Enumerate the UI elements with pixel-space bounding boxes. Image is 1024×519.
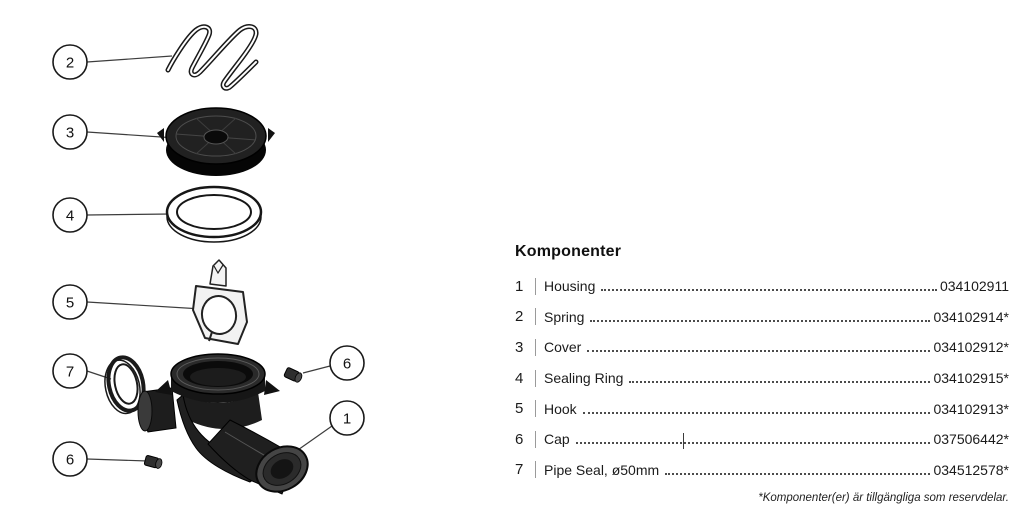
parts-row-cap: 6 Cap 037506442*	[515, 424, 1009, 455]
leader-line-hook	[86, 301, 203, 310]
leader-line-cap-bottom	[86, 458, 149, 462]
part-number: 034102911	[939, 278, 1009, 295]
sealing-ring-part	[165, 185, 263, 243]
parts-row-sealing-ring: 4 Sealing Ring 034102915*	[515, 363, 1009, 394]
leader-line-cap-right	[302, 365, 331, 374]
part-number: 034102915*	[933, 370, 1009, 387]
column-divider	[535, 277, 536, 295]
callout-spring: 2	[52, 44, 88, 80]
part-number-index: 2	[515, 308, 524, 326]
callout-sealing-ring: 4	[52, 197, 88, 233]
column-divider	[535, 461, 536, 479]
column-divider	[535, 338, 536, 356]
pipe-seal-part	[104, 355, 146, 415]
parts-row-cover: 3 Cover 034102912*	[515, 332, 1009, 363]
callout-label-hook: 5	[66, 294, 74, 311]
cover-part	[157, 107, 275, 176]
parts-row-hook: 5 Hook 034102913*	[515, 393, 1009, 424]
leader-line-housing	[294, 425, 333, 453]
part-name: Spring	[544, 308, 585, 325]
part-number-index: 4	[515, 369, 524, 387]
callout-label-cap-right: 6	[343, 355, 351, 372]
leader-dots	[629, 381, 931, 384]
cap-bottom-part	[143, 455, 163, 469]
parts-list-panel: Komponenter 1 Housing 034102911 2 Spring…	[515, 243, 1009, 504]
column-divider	[535, 430, 536, 448]
part-number-index: 5	[515, 400, 524, 418]
part-name: Hook	[544, 400, 577, 417]
text-cursor	[683, 433, 684, 449]
leader-dots	[575, 442, 931, 445]
hook-part	[192, 259, 248, 345]
parts-row-spring: 2 Spring 034102914*	[515, 302, 1009, 333]
part-number-index: 6	[515, 430, 524, 448]
part-number: 034102913*	[933, 400, 1009, 417]
column-divider	[535, 400, 536, 418]
part-name: Sealing Ring	[544, 370, 624, 387]
part-number: 034512578*	[933, 461, 1009, 478]
column-divider	[535, 369, 536, 387]
callout-label-spring: 2	[66, 54, 74, 71]
leader-line-sealing-ring	[86, 213, 172, 216]
leader-dots	[665, 472, 931, 475]
callout-label-housing: 1	[343, 410, 351, 427]
part-name: Cap	[544, 431, 570, 448]
part-number: 034102914*	[933, 308, 1009, 325]
callout-label-sealing-ring: 4	[66, 207, 74, 224]
housing-part	[137, 353, 309, 495]
spare-parts-footnote: *Komponenter(er) är tillgängliga som res…	[758, 492, 1009, 505]
cap-right-part	[283, 367, 303, 383]
callout-pipe-seal: 7	[52, 353, 88, 389]
column-divider	[535, 308, 536, 326]
spring-part	[165, 24, 259, 91]
parts-row-housing: 1 Housing 034102911	[515, 271, 1009, 302]
part-number-index: 1	[515, 277, 524, 295]
part-name: Pipe Seal, ø50mm	[544, 461, 660, 478]
callout-hook: 5	[52, 284, 88, 320]
leader-dots	[590, 319, 931, 322]
callout-cap-bottom: 6	[52, 441, 88, 477]
exploded-parts-diagram: 2 3 4 5 7 6 6 1	[52, 24, 365, 495]
part-number: 034102912*	[933, 339, 1009, 356]
parts-row-pipe-seal: 7 Pipe Seal, ø50mm 034512578*	[515, 455, 1009, 486]
callout-label-cap-bottom: 6	[66, 451, 74, 468]
part-number: 037506442*	[933, 431, 1009, 448]
part-name: Housing	[544, 278, 596, 295]
parts-list-title: Komponenter	[515, 243, 622, 260]
leader-dots	[582, 411, 931, 414]
callout-cap-right: 6	[329, 345, 365, 381]
leader-dots	[587, 350, 931, 353]
callout-housing: 1	[329, 400, 365, 436]
leader-dots	[601, 289, 937, 292]
part-name: Cover	[544, 339, 582, 356]
callout-label-pipe-seal: 7	[66, 363, 74, 380]
leader-line-spring	[86, 55, 173, 63]
callout-label-cover: 3	[66, 124, 74, 141]
part-number-index: 7	[515, 461, 524, 479]
leader-lines	[86, 55, 333, 462]
callout-cover: 3	[52, 114, 88, 150]
part-number-index: 3	[515, 338, 524, 356]
